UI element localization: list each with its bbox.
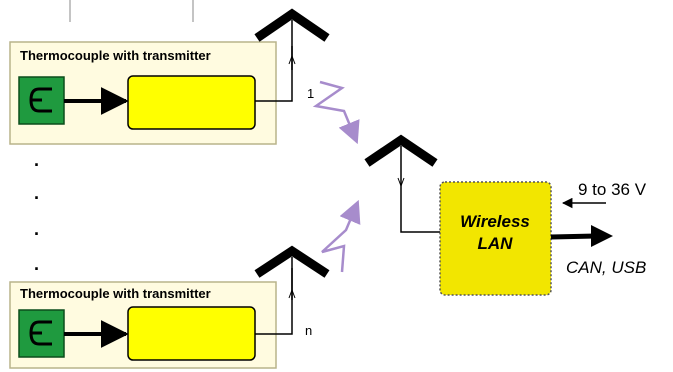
channel-label-n: n xyxy=(305,323,312,338)
svg-text:.: . xyxy=(34,183,39,203)
thermocouple-module-top: Thermocouple with transmitter xyxy=(9,41,293,145)
power-label: 9 to 36 V xyxy=(578,180,647,199)
output-arrow xyxy=(550,225,613,247)
power-input: 9 to 36 V xyxy=(561,180,647,209)
antenna-icon-bottom xyxy=(254,245,330,300)
svg-text:.: . xyxy=(34,219,39,239)
thermocouple-probe-icon xyxy=(18,76,65,125)
antenna-icon-top xyxy=(254,8,330,70)
svg-text:.: . xyxy=(34,254,39,274)
module-ellipsis: . . . . xyxy=(34,150,39,274)
transmitter-box xyxy=(127,306,256,361)
thermocouple-module-bottom: Thermocouple with transmitter xyxy=(9,268,293,369)
output-label: CAN, USB xyxy=(566,258,646,277)
wireless-lan-box: Wireless LAN xyxy=(439,181,552,296)
module-title: Thermocouple with transmitter xyxy=(20,48,211,63)
transmitter-box xyxy=(127,75,256,130)
radio-wave-icon-bottom xyxy=(321,199,361,273)
thermocouple-probe-icon xyxy=(18,309,65,358)
module-title: Thermocouple with transmitter xyxy=(20,286,211,301)
lan-line2: LAN xyxy=(478,234,514,253)
antenna-icon-receiver xyxy=(364,134,440,233)
svg-text:.: . xyxy=(34,150,39,170)
channel-label-1: 1 xyxy=(307,86,314,101)
lan-line1: Wireless xyxy=(460,212,530,231)
radio-wave-icon-top xyxy=(312,80,360,145)
